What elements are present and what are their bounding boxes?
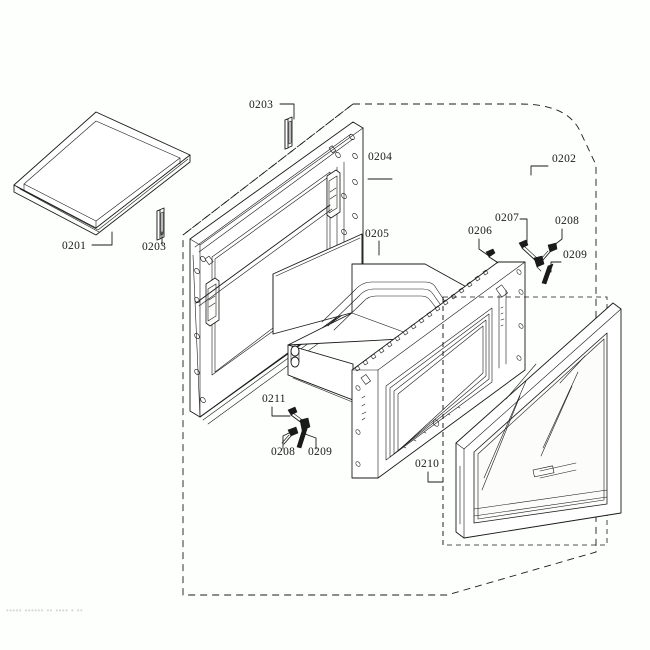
part-0206-screw-upper (485, 248, 499, 264)
leader-line (271, 406, 291, 417)
leader-line (550, 261, 562, 273)
callout-door-hinge-lower[interactable]: 0211 (262, 393, 291, 417)
part-0210-outer-glass-panel (455, 302, 622, 539)
leader-line (530, 165, 549, 176)
callout-door-seal-gasket[interactable]: 0201 (62, 231, 113, 252)
callout-inner-liner-shield[interactable]: 0205 (365, 228, 389, 256)
callout-pin-upper[interactable]: 0209 (550, 249, 587, 273)
callout-inner-door-panel[interactable]: 0204 (367, 151, 393, 180)
assembly-boundary-outline (182, 103, 597, 596)
callout-label: 0203 (142, 241, 166, 253)
callout-label: 0203 (249, 99, 273, 111)
part-0201-door-seal-gasket (13, 111, 191, 236)
part-0208-screw-upper (540, 242, 558, 261)
callout-label: 0206 (468, 225, 492, 237)
part-0203-latch-striker-lower (156, 207, 165, 241)
callout-label: 0208 (555, 215, 579, 227)
callout-label: 0204 (368, 151, 392, 163)
callout-label: 0208 (271, 446, 295, 458)
leader-line (552, 228, 563, 247)
callout-door-latch-striker[interactable]: 0203 (249, 99, 295, 120)
callout-screw-upper-right[interactable]: 0208 (552, 215, 579, 247)
watermark-text: ••••• •••••• •• •••• • •• (6, 606, 84, 615)
callout-screw-lower[interactable]: 0208 (271, 431, 295, 458)
callout-outer-glass-door-panel[interactable]: 0210 (415, 458, 444, 483)
callout-pin-lower[interactable]: 0209 (304, 433, 332, 458)
callout-door-latch-striker-lower[interactable]: 0203 (142, 231, 166, 253)
part-0209-pin-lower (296, 425, 309, 449)
callout-label: 0209 (308, 446, 332, 458)
leader-line (478, 238, 490, 257)
callout-label: 0207 (495, 212, 519, 224)
leader-line (91, 231, 113, 246)
callout-screw-upper-left[interactable]: 0206 (468, 225, 492, 257)
leader-line (279, 103, 295, 120)
callout-door-assembly-outline[interactable]: 0202 (530, 153, 576, 176)
leader-line (427, 471, 444, 483)
callout-label: 0201 (62, 240, 86, 252)
callout-door-hinge[interactable]: 0207 (495, 212, 528, 245)
callout-label: 0211 (262, 393, 286, 405)
part-0203-latch-striker-upper (284, 116, 293, 150)
leader-line (519, 218, 528, 245)
callout-label: 0210 (415, 458, 439, 470)
part-0210-boundary-outline (442, 296, 608, 546)
leader-line (282, 431, 292, 450)
callout-label: 0209 (563, 249, 587, 261)
part-front-frame-plate (351, 261, 526, 479)
callout-label: 0202 (552, 153, 576, 165)
leader-line (304, 433, 317, 450)
callout-label: 0205 (365, 228, 389, 240)
